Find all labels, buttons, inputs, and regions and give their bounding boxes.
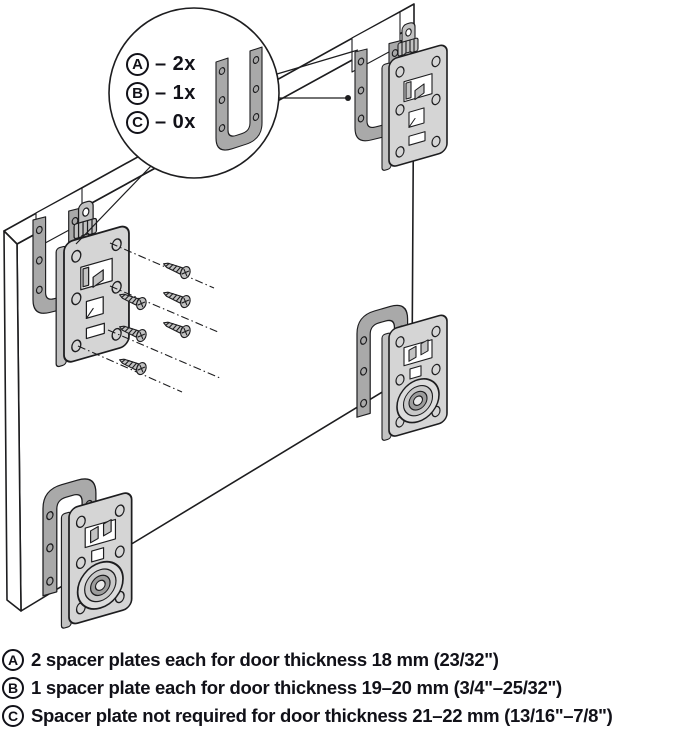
circled-letter-b: B — [2, 677, 24, 699]
circled-letter-c: C — [2, 705, 24, 727]
circled-letter-c: C — [126, 111, 149, 134]
callout-row-a: A – 2x — [126, 50, 196, 79]
callout-row-c: C – 0x — [126, 108, 196, 137]
note-text-b: 1 spacer plate each for door thickness 1… — [31, 677, 562, 698]
circled-letter-a: A — [126, 53, 149, 76]
note-c: C Spacer plate not required for door thi… — [2, 705, 672, 727]
callout-row-b: B – 1x — [126, 79, 196, 108]
detail-callout — [75, 7, 359, 245]
circled-letter-a: A — [2, 649, 24, 671]
note-text-a: 2 spacer plates each for door thickness … — [31, 649, 499, 670]
spacer-count-b: – 1x — [155, 82, 196, 104]
spacer-count-c: – 0x — [155, 111, 196, 133]
roller-fitting-bottom-left — [42, 474, 132, 629]
screw-leader-lines — [77, 242, 221, 393]
callout-leader-right — [276, 49, 359, 75]
door-left-edge — [3, 230, 22, 612]
footnotes: A 2 spacer plates each for door thicknes… — [2, 649, 672, 730]
roller-fitting-right — [356, 300, 447, 441]
callout-legend: A – 2x B – 1x C – 0x — [126, 50, 196, 137]
circled-letter-b: B — [126, 82, 149, 105]
pointer-arrow — [279, 95, 351, 101]
note-a: A 2 spacer plates each for door thicknes… — [2, 649, 672, 671]
callout-leader-left — [75, 165, 152, 245]
spacer-count-a: – 2x — [155, 53, 196, 75]
note-b: B 1 spacer plate each for door thickness… — [2, 677, 672, 699]
note-text-c: Spacer plate not required for door thick… — [31, 705, 613, 726]
